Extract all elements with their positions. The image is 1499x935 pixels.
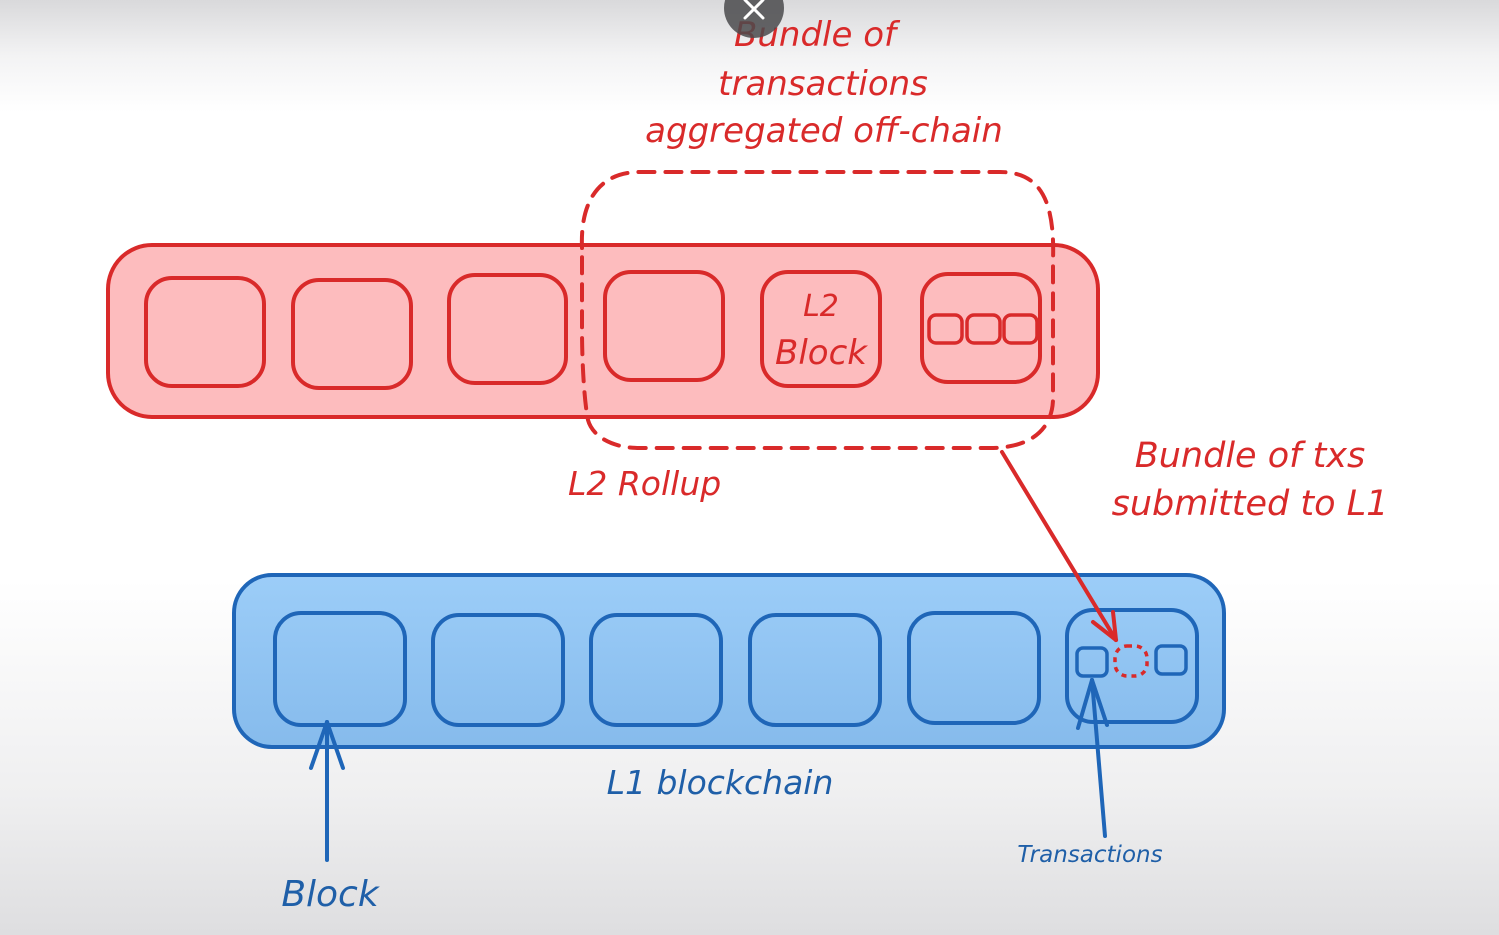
submitted-label-line1: Bundle of txs — [1135, 436, 1366, 476]
l1-tx-1 — [1075, 646, 1109, 678]
l1-blockchain-label: L1 blockchain — [607, 763, 834, 802]
l1-tx-3 — [1154, 644, 1188, 676]
l1-block-4 — [748, 613, 882, 727]
l1-chain-container — [232, 573, 1226, 749]
aggregation-boundary — [579, 170, 1056, 450]
submitted-label-line2: submitted to L1 — [1112, 484, 1389, 524]
l1-block-3 — [589, 613, 723, 727]
l1-block-1 — [273, 611, 407, 727]
l2-block-6 — [920, 272, 1042, 384]
close-button[interactable] — [724, 0, 784, 38]
close-icon — [743, 0, 765, 20]
l2-block-3 — [447, 273, 568, 385]
bundle-label-line3: aggregated off-chain — [645, 111, 1003, 151]
l2-tx-1 — [927, 313, 964, 345]
l1-block-6 — [1065, 608, 1199, 724]
l2-rollup-label: L2 Rollup — [568, 464, 721, 503]
transactions-arrow — [1076, 678, 1109, 838]
transactions-label: Transactions — [1017, 842, 1162, 868]
l2-block-1 — [144, 276, 266, 388]
l2-block-4 — [603, 270, 725, 382]
bundle-label-line2: transactions — [718, 64, 928, 104]
l1-blockchain-chain — [232, 573, 1226, 749]
l1-block-2 — [431, 613, 565, 727]
l2-block-label-line1: L2 — [803, 289, 839, 324]
block-label: Block — [281, 874, 381, 915]
l2-block-labeled — [760, 270, 882, 388]
l1-tx-rollup-bundle — [1113, 644, 1149, 678]
l2-block-label-line2: Block — [775, 333, 868, 373]
l2-tx-2 — [965, 313, 1002, 345]
l2-rollup-chain: L2 Block — [106, 243, 1100, 419]
l1-block-5 — [907, 611, 1041, 725]
l2-tx-3 — [1002, 313, 1039, 345]
l2-block-2 — [291, 278, 413, 390]
block-arrow — [309, 720, 345, 862]
submit-arrow — [1000, 450, 1118, 642]
